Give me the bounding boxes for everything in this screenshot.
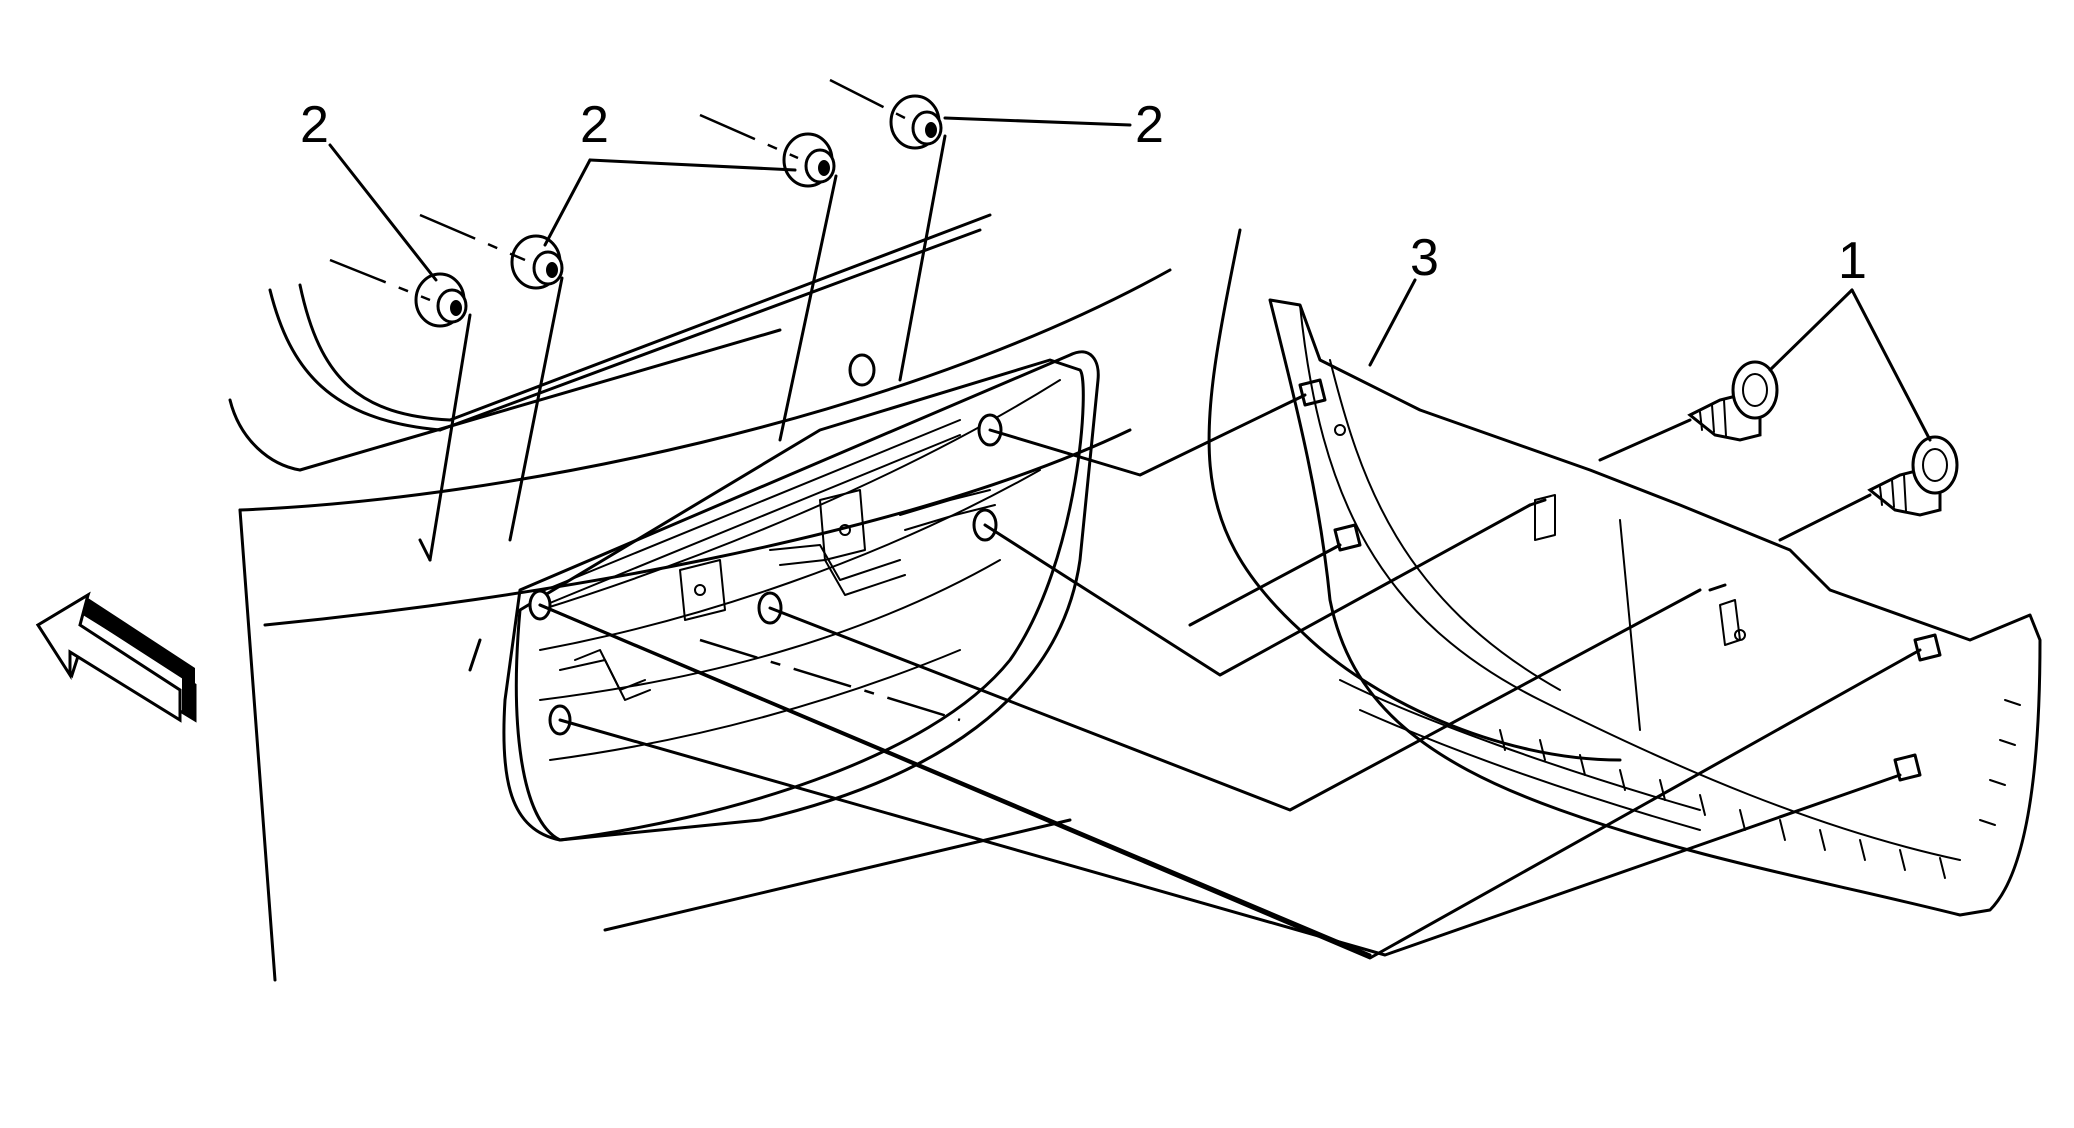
nut-2-left [510, 234, 564, 290]
nut-2-far-left [414, 272, 468, 328]
lower-trim-panel [502, 350, 1100, 842]
nut-2-center [782, 132, 836, 188]
callout-2-center: 2 [580, 96, 609, 154]
callout-1: 1 [1838, 232, 1867, 290]
vehicle-body [228, 213, 1622, 982]
assembly-leader-lines [538, 393, 1922, 960]
screw-1-lower [1867, 435, 1959, 517]
nut-2-right [889, 94, 943, 150]
callout-2-far-left: 2 [300, 96, 329, 154]
callout-labels: 2 2 2 3 1 [300, 96, 1867, 290]
screw-1-upper [1687, 360, 1779, 442]
callout-2-right: 2 [1135, 96, 1164, 154]
nut-alignment-lines [428, 134, 947, 562]
wheelhouse-panel [1268, 298, 2042, 917]
callout-3: 3 [1410, 229, 1439, 287]
callout-leaders [328, 116, 1932, 442]
nut-centerlines [329, 78, 906, 302]
front-direction-arrow-icon [35, 591, 197, 723]
